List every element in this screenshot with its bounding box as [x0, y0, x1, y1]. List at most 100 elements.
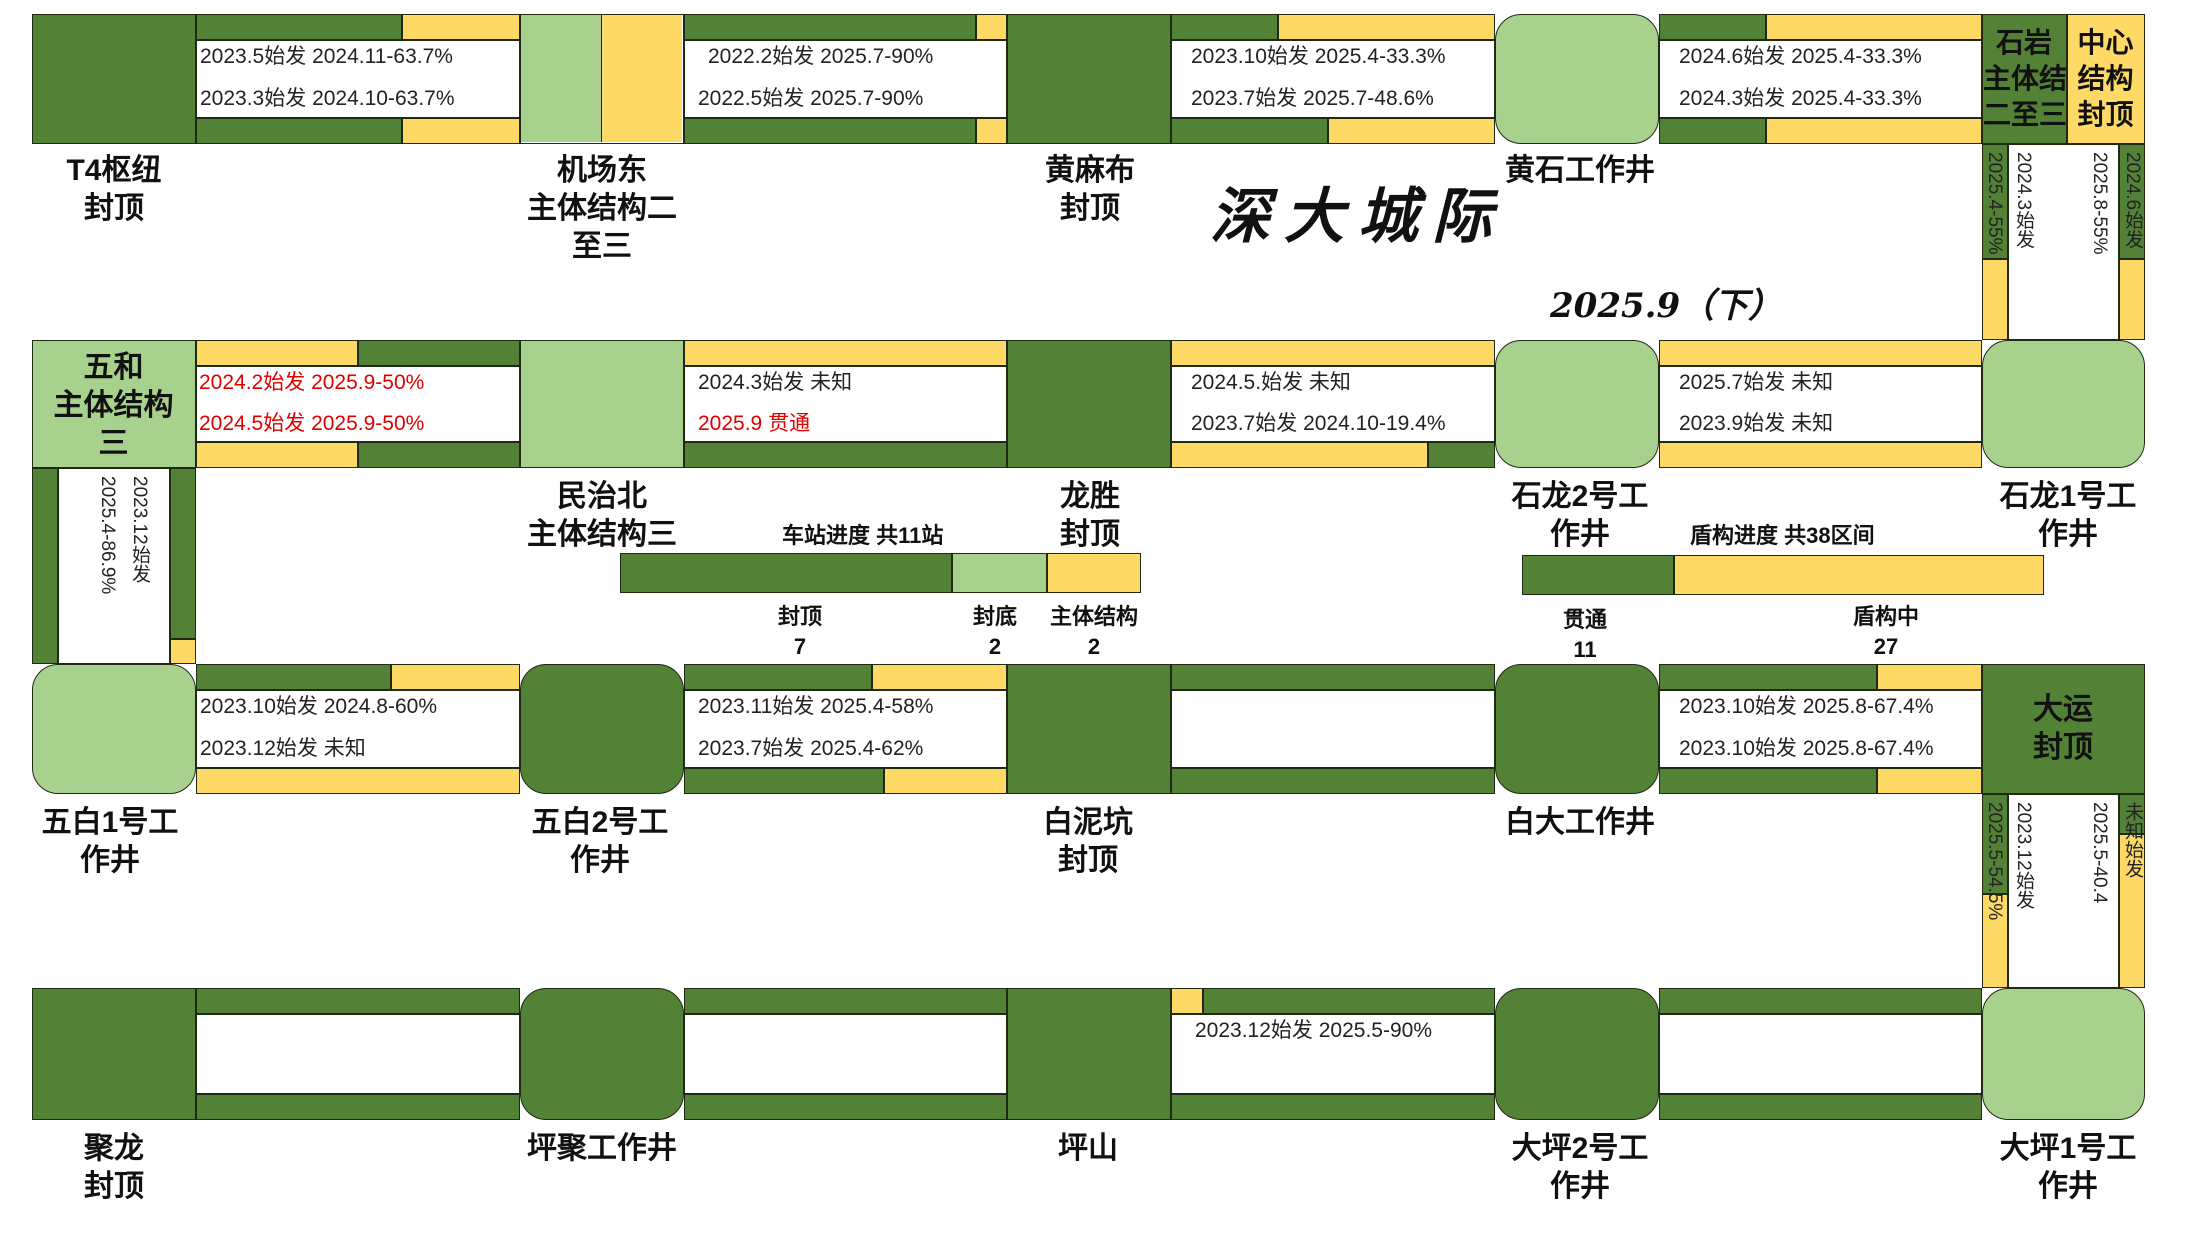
legend-shield-item-1-value: 11 — [1573, 637, 1597, 662]
tunnel-r3-2-line-a: 2023.11始发 2025.4-58% — [698, 695, 934, 718]
station-wh-label: 五和 主体结构 三 — [53, 351, 174, 460]
station-sl2-block — [1495, 340, 1659, 468]
tunnel-r1-4: 2024.6始发 2025.4-33.3% 2024.3始发 2025.4-33… — [1659, 14, 1982, 144]
station-bd-label: 白大工作井 — [1505, 806, 1655, 839]
tunnel-vert-right-1: 2025.4-55% 2024.3始发 2025.8-55% 2024.6始发 — [1982, 144, 2145, 340]
legend-station-item-3-value: 2 — [1087, 634, 1101, 659]
legend-station-item-2-label: 封底 — [972, 604, 1017, 629]
tunnel-r1-1-line-b: 2023.3始发 2024.10-63.7% — [200, 87, 455, 110]
legend-station-item-3-label: 主体结构 — [1049, 604, 1138, 629]
tunnel-r1-2: 2022.2始发 2025.7-90% 2022.5始发 2025.7-90% — [684, 14, 1007, 144]
map-title: 深大城际 — [1210, 182, 1506, 252]
legend-station-item-1: 封顶 7 — [740, 602, 860, 662]
station-bd-block — [1495, 664, 1659, 794]
tunnel-r3-1: 2023.10始发 2024.8-60% 2023.12始发 未知 — [196, 664, 520, 794]
legend-shield-item-2-label: 盾构中 — [1852, 604, 1919, 629]
tunnel-r1-4-line-b: 2024.3始发 2025.4-33.3% — [1679, 87, 1922, 110]
station-pj-block — [520, 988, 684, 1120]
station-mzb-block — [520, 340, 684, 468]
vert-right-2-text-d: 未知始发 — [2122, 802, 2143, 878]
tunnel-r1-2-line-a: 2022.2始发 2025.7-90% — [708, 45, 934, 68]
tunnel-r1-3-line-a: 2023.10始发 2025.4-33.3% — [1191, 45, 1446, 68]
legend-shield-seg-through — [1522, 555, 1674, 595]
station-jl-label: 聚龙 封顶 — [84, 1132, 144, 1203]
station-wb2-block — [520, 664, 684, 794]
station-jcd-block — [520, 14, 684, 144]
tunnel-r3-4-line-a: 2023.10始发 2025.8-67.4% — [1679, 695, 1934, 718]
legend-station-seg-bottom — [952, 553, 1047, 593]
tunnel-r1-4-line-a: 2024.6始发 2025.4-33.3% — [1679, 45, 1922, 68]
tunnel-r2-3: 2024.5.始发 未知 2023.7始发 2024.10-19.4% — [1171, 340, 1495, 468]
station-ls-label: 龙胜 封顶 — [1060, 480, 1120, 551]
tunnel-r2-2: 2024.3始发 未知 2025.9 贯通 — [684, 340, 1007, 468]
legend-shield-item-1: 贯通 11 — [1525, 605, 1645, 665]
tunnel-vert-left: 2023.12始发 2025.4-86.9% — [32, 468, 196, 664]
vert-right-1-text-b: 2024.3始发 — [2013, 152, 2034, 249]
station-bnk-label: 白泥坑 封顶 — [1043, 806, 1133, 877]
report-date: 2025.9（下） — [1550, 286, 1783, 326]
station-pj-label: 坪聚工作井 — [527, 1132, 677, 1165]
tunnel-r3-2: 2023.11始发 2025.4-58% 2023.7始发 2025.4-62% — [684, 664, 1007, 794]
station-ps-block — [1007, 988, 1171, 1120]
tunnel-r2-4-line-a: 2025.7始发 未知 — [1679, 371, 1834, 394]
tunnel-r2-1-line-a: 2024.2始发 2025.9-50% — [199, 371, 425, 394]
vert-right-2-text-c: 2025.5-40.4 — [2089, 802, 2110, 904]
vert-left-text-b: 2025.4-86.9% — [97, 476, 118, 595]
vert-right-1-text-d: 2024.6始发 — [2122, 152, 2143, 249]
vert-right-2-text-a: 2025.5-54.5% — [1984, 802, 2005, 921]
legend-shield-item-1-label: 贯通 — [1562, 607, 1607, 632]
station-dy-block: 大运 封顶 — [1982, 664, 2145, 794]
station-mzb-label: 民治北 主体结构三 — [527, 480, 677, 551]
station-sl1-block — [1982, 340, 2145, 468]
tunnel-r4-2 — [684, 988, 1007, 1120]
station-dp1-label: 大坪1号工 作井 — [1999, 1132, 2137, 1203]
station-wb1-label: 五白1号工 作井 — [41, 806, 179, 877]
tunnel-r1-1: 2023.5始发 2024.11-63.7% 2023.3始发 2024.10-… — [196, 14, 520, 144]
tunnel-r1-3: 2023.10始发 2025.4-33.3% 2023.7始发 2025.7-4… — [1171, 14, 1495, 144]
tunnel-r4-3-line-a: 2023.12始发 2025.5-90% — [1195, 1019, 1432, 1042]
station-jcd-label: 机场东 主体结构二 至三 — [527, 154, 677, 263]
station-t4-label: T4枢纽 封顶 — [66, 154, 162, 225]
legend-station-item-1-value: 7 — [793, 634, 807, 659]
station-zx-block: 中心 结构 封顶 — [2067, 14, 2145, 144]
tunnel-r4-3: 2023.12始发 2025.5-90% — [1171, 988, 1495, 1120]
legend-station-item-2-value: 2 — [988, 634, 1002, 659]
station-ps-label: 坪山 — [1058, 1132, 1118, 1165]
legend-shield-item-2-value: 27 — [1873, 634, 1899, 659]
tunnel-r3-4-line-b: 2023.10始发 2025.8-67.4% — [1679, 737, 1934, 760]
station-dp2-label: 大坪2号工 作井 — [1511, 1132, 1649, 1203]
tunnel-vert-right-2: 2025.5-54.5% 2023.12始发 2025.5-40.4 未知始发 — [1982, 794, 2145, 988]
vert-left-text-a: 2023.12始发 — [129, 476, 150, 583]
station-hs-label: 黄石工作井 — [1505, 154, 1655, 187]
legend-station-item-2: 封底 2 — [935, 602, 1055, 662]
legend-shield-item-2: 盾构中 27 — [1826, 602, 1946, 662]
station-wb1-block — [32, 664, 196, 794]
tunnel-r2-2-line-a: 2024.3始发 未知 — [698, 371, 853, 394]
station-dy-label: 大运 封顶 — [2033, 693, 2093, 764]
station-sy-label: 石岩 主体结构 二至三 — [1983, 27, 2096, 130]
tunnel-r3-2-line-b: 2023.7始发 2025.4-62% — [698, 737, 924, 760]
station-sl2-label: 石龙2号工 作井 — [1511, 480, 1649, 551]
station-bnk-block — [1007, 664, 1171, 794]
tunnel-r2-1: 2024.2始发 2025.9-50% 2024.5始发 2025.9-50% — [196, 340, 520, 468]
legend-station-seg-main — [1047, 553, 1141, 593]
tunnel-r2-2-line-b: 2025.9 贯通 — [698, 412, 811, 435]
vert-right-1-text-a: 2025.4-55% — [1984, 152, 2005, 255]
legend-station-seg-topped — [620, 553, 952, 593]
legend-shield-seg-boring — [1674, 555, 2044, 595]
legend-station-item-3: 主体结构 2 — [1034, 602, 1154, 662]
legend-shield-bar — [1522, 555, 2044, 595]
station-zx-label: 中心 结构 封顶 — [2077, 27, 2134, 130]
vert-right-2-text-b: 2023.12始发 — [2013, 802, 2034, 909]
tunnel-r2-4-line-b: 2023.9始发 未知 — [1679, 412, 1834, 435]
tunnel-r3-3 — [1171, 664, 1495, 794]
tunnel-r2-3-line-b: 2023.7始发 2024.10-19.4% — [1191, 412, 1446, 435]
vert-right-1-text-c: 2025.8-55% — [2089, 152, 2110, 255]
tunnel-r3-1-line-b: 2023.12始发 未知 — [200, 737, 366, 760]
tunnel-r2-3-line-a: 2024.5.始发 未知 — [1191, 371, 1351, 394]
station-hs-block — [1495, 14, 1659, 144]
station-ls-block — [1007, 340, 1171, 468]
station-jl-block — [32, 988, 196, 1120]
station-dp1-block — [1982, 988, 2145, 1120]
station-sl1-label: 石龙1号工 作井 — [1999, 480, 2137, 551]
